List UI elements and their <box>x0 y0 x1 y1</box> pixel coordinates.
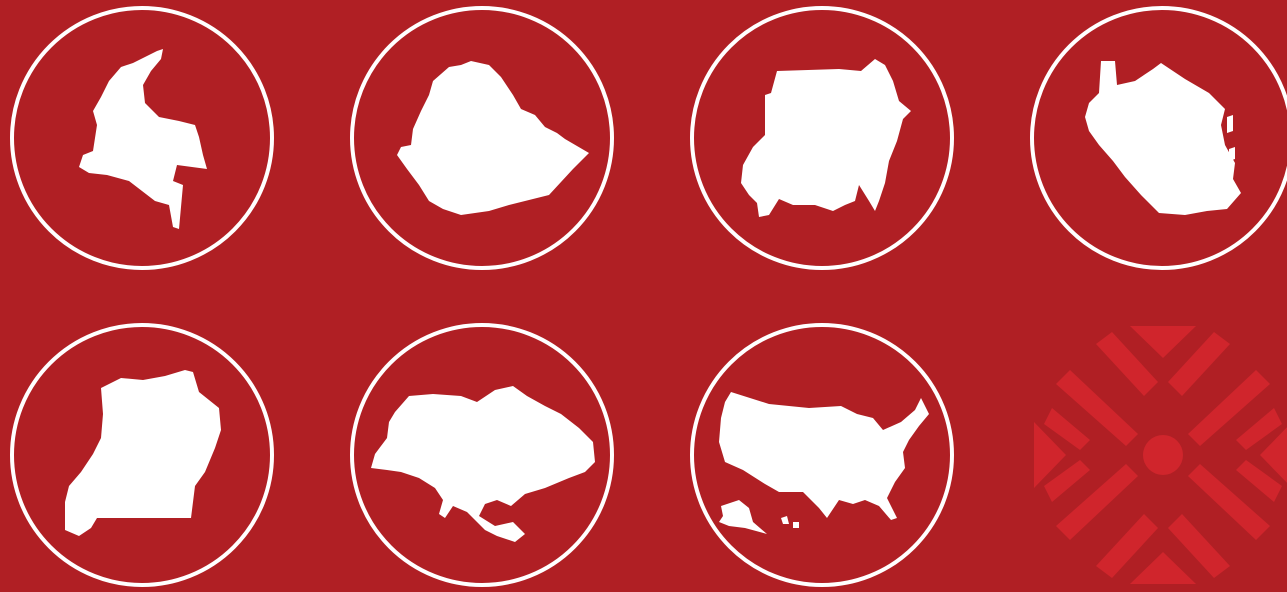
country-tile-uganda <box>9 322 275 588</box>
ethiopia-map-icon <box>350 6 614 270</box>
country-tile-colombia <box>9 5 275 271</box>
colombia-map-icon <box>10 6 274 270</box>
ukraine-map-icon <box>350 323 614 587</box>
tanzania-map-icon <box>1030 6 1287 270</box>
country-tile-ethiopia <box>349 5 615 271</box>
country-tile-sudan <box>689 5 955 271</box>
sunburst-logo-icon <box>1034 326 1287 584</box>
sudan-map-icon <box>690 6 954 270</box>
uganda-map-icon <box>10 323 274 587</box>
emblem-tile <box>1030 322 1287 588</box>
country-tile-ukraine <box>349 322 615 588</box>
united-states-map-icon <box>690 323 954 587</box>
country-tile-united-states <box>689 322 955 588</box>
country-tile-tanzania <box>1029 5 1287 271</box>
